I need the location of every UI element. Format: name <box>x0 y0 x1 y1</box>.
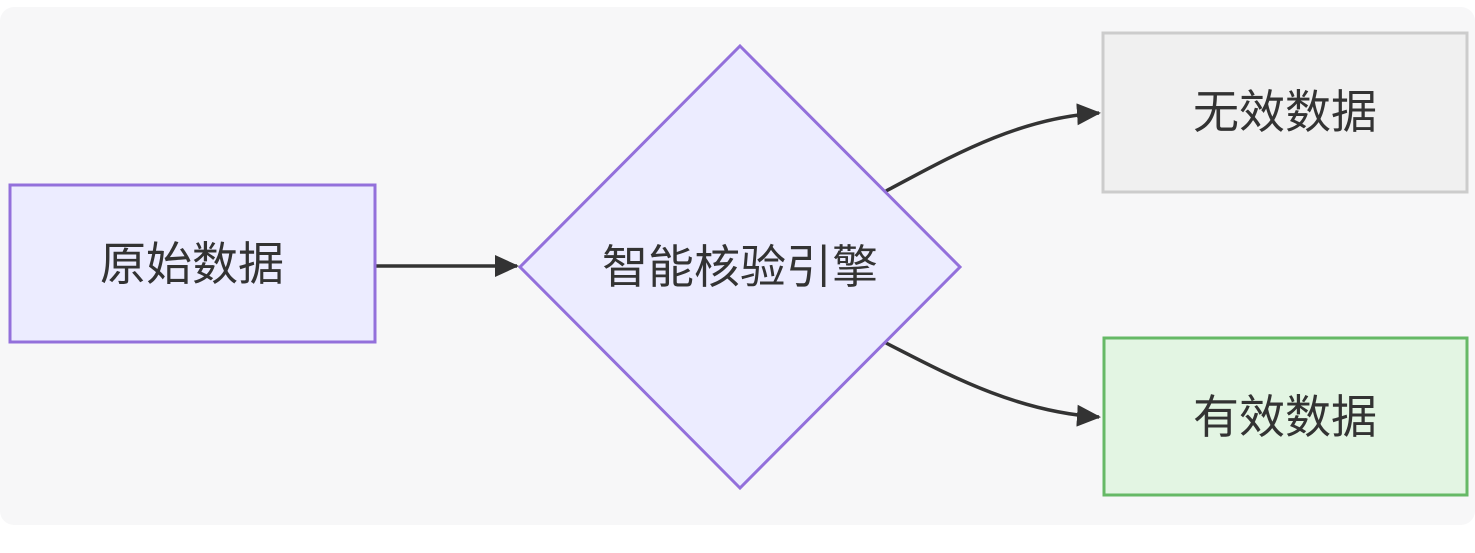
node-verification-engine-label: 智能核验引擎 <box>602 241 878 293</box>
node-raw-data-shape <box>8 183 377 344</box>
edge-engine-to-valid <box>885 341 1101 427</box>
node-invalid-data-shape <box>1101 31 1469 194</box>
node-valid-data: 有效数据 <box>1102 336 1469 497</box>
node-valid-data-shape <box>1102 336 1469 497</box>
node-verification-engine-shape <box>517 43 963 491</box>
node-raw-data: 原始数据 <box>8 183 377 344</box>
edge-engine-to-invalid <box>885 103 1101 193</box>
node-raw-data-label: 原始数据 <box>100 238 284 290</box>
node-invalid-data: 无效数据 <box>1101 31 1469 194</box>
node-valid-data-label: 有效数据 <box>1193 391 1377 443</box>
node-verification-engine: 智能核验引擎 <box>517 43 963 491</box>
node-invalid-data-label: 无效数据 <box>1193 86 1377 138</box>
